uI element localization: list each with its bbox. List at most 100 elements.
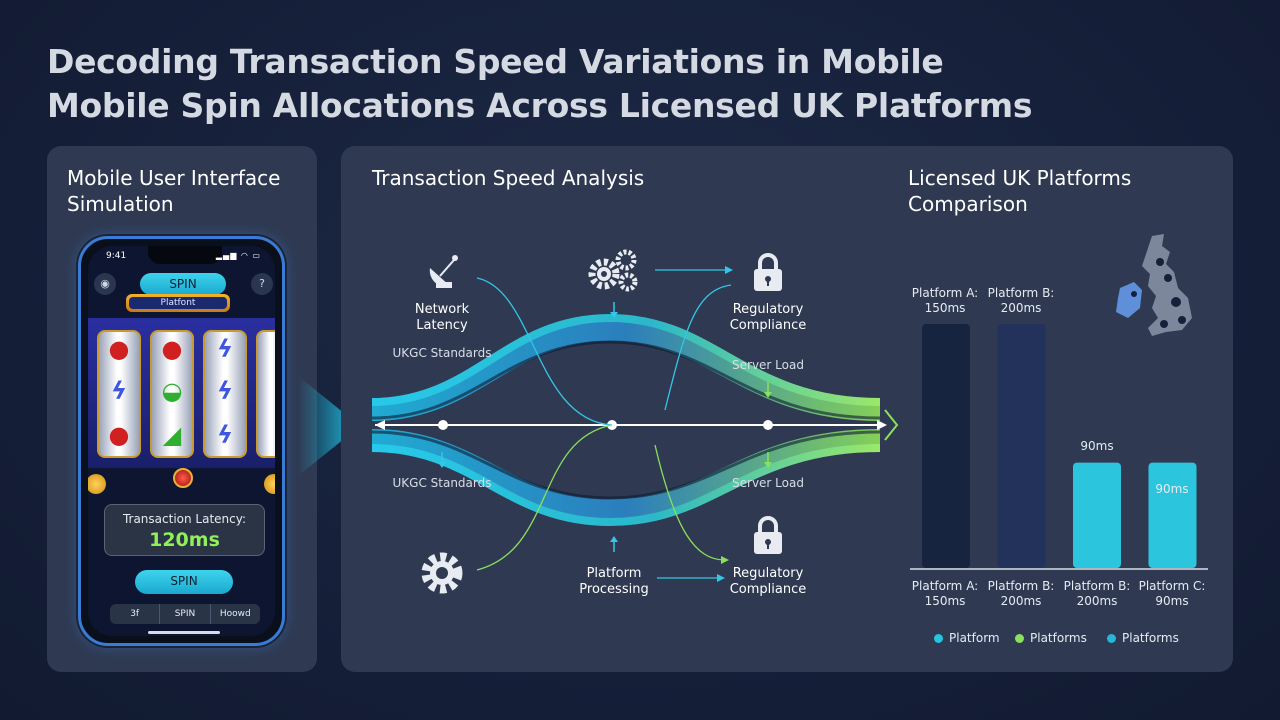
gear-icon — [421, 552, 463, 594]
down-arrow-head — [438, 462, 446, 468]
axis-node — [763, 420, 773, 430]
down-arrow-head — [610, 312, 618, 318]
lightning-symbol: ϟ — [217, 421, 233, 449]
server-load-bottom-label: Server Load — [732, 476, 804, 490]
phone-mockup: 9:41 ▂▄▆ ◠ ▭ ◉ SPIN ? Platfont ● ϟ ● ● ◒… — [78, 236, 285, 646]
phone-notch — [148, 246, 222, 264]
legend-item-1: Platform — [934, 631, 1000, 645]
bar-top-label-4: 90ms — [1155, 482, 1189, 496]
connector-curve — [476, 277, 613, 426]
reel-1: ● ϟ ● — [97, 330, 141, 458]
cherry-symbol: ● — [108, 421, 130, 449]
speed-analysis-title: Transaction Speed Analysis — [372, 166, 645, 190]
bar-3 — [1073, 462, 1121, 568]
bar-bottom-label-3: Platform B: 200ms — [1063, 579, 1131, 608]
status-icons: ▂▄▆ ◠ ▭ — [215, 251, 261, 260]
status-time: 9:41 — [106, 251, 127, 261]
latency-value: 120ms — [149, 529, 220, 551]
latency-label: Transaction Latency: — [122, 512, 247, 526]
connector-arrow-icon — [298, 376, 360, 476]
legend-label-1: Platform — [949, 631, 1000, 645]
connector-curve — [476, 424, 613, 571]
bar-top-label-3: 90ms — [1080, 439, 1114, 453]
page-title: Decoding Transaction Speed Variations in… — [47, 40, 1033, 128]
ukgc-standards-bottom-label: UKGC Standards — [392, 476, 492, 490]
gears-icon — [588, 249, 638, 292]
title-line-2: Mobile Spin Allocations Across Licensed … — [47, 86, 1033, 125]
platforms-comparison-title: Licensed UK Platforms Comparison — [908, 166, 1132, 216]
legend-dot-1 — [934, 633, 943, 643]
mobile-ui-panel-title: Mobile User Interface Simulation — [67, 166, 281, 216]
flow-line-lower — [371, 430, 881, 500]
connector-arrowhead — [717, 574, 725, 582]
bottom-nav-item-2[interactable]: SPIN — [160, 604, 211, 624]
bottom-nav: 3f SPIN Hoowd — [110, 604, 260, 624]
lightning-symbol: ϟ — [111, 377, 127, 405]
ukgc-standards-top-label: UKGC Standards — [392, 346, 492, 360]
bar-bottom-label-2: Platform B: 200ms — [987, 579, 1055, 608]
flow-diagram — [371, 266, 899, 582]
down-arrow-head — [764, 462, 772, 468]
connector-arrowhead — [725, 266, 733, 274]
reel-4 — [256, 330, 275, 458]
title-line-1: Decoding Transaction Speed Variations in… — [47, 42, 944, 81]
platform-processing-label: Platform Processing — [579, 566, 649, 597]
up-arrow-head — [610, 536, 618, 542]
menu-icon[interactable]: ◉ — [94, 273, 116, 295]
regulatory-compliance-top-label: Regulatory Compliance — [729, 302, 807, 333]
connector-curve — [664, 284, 732, 411]
lightning-symbol: ϟ — [217, 377, 233, 405]
legend-dot-2 — [1015, 633, 1024, 643]
flow-line-upper — [371, 340, 881, 420]
legend-label-3: Platforms — [1122, 631, 1179, 645]
slot-machine: ● ϟ ● ● ◒ ◢ ϟ ϟ ϟ — [88, 318, 275, 468]
network-latency-label: Network Latency — [414, 302, 470, 333]
connector-curve — [654, 444, 726, 561]
bar-4 — [1148, 462, 1197, 568]
coin-icon — [88, 474, 106, 494]
lightning-symbol: ϟ — [217, 335, 233, 363]
reel-2: ● ◒ ◢ — [150, 330, 194, 458]
phone-screen: 9:41 ▂▄▆ ◠ ▭ ◉ SPIN ? Platfont ● ϟ ● ● ◒… — [88, 246, 275, 636]
uk-map-icon — [1116, 234, 1192, 336]
cherry-symbol: ● — [108, 335, 130, 363]
bar-2 — [997, 324, 1046, 568]
flow-band-lower — [371, 429, 881, 522]
spin-button[interactable]: SPIN — [135, 570, 233, 594]
leaf-symbol: ◢ — [162, 421, 182, 449]
bar-top-label-1: Platform A: 150ms — [911, 286, 979, 315]
flow-band-lower-inner — [371, 444, 881, 527]
bar-bottom-label-1: Platform A: 150ms — [911, 579, 979, 608]
slot-marquee-text: Platfont — [129, 297, 227, 309]
axis-arrow-right — [877, 420, 887, 430]
legend-label-2: Platforms — [1030, 631, 1087, 645]
help-icon[interactable]: ? — [251, 273, 273, 295]
reel-3: ϟ ϟ ϟ — [203, 330, 247, 458]
leaf-symbol: ◒ — [161, 377, 183, 405]
platform-latency-chart — [910, 324, 1208, 570]
spin-knob-icon[interactable] — [173, 468, 193, 488]
legend-item-2: Platforms — [1015, 631, 1087, 645]
bottom-nav-item-1[interactable]: 3f — [110, 604, 161, 624]
home-indicator — [148, 631, 220, 634]
flow-end-chevron — [884, 409, 899, 441]
analysis-panel — [341, 146, 1233, 672]
bar-bottom-label-4: Platform C: 90ms — [1138, 579, 1206, 608]
down-arrow-head — [764, 392, 772, 398]
server-load-top-label: Server Load — [732, 358, 804, 372]
bar-top-label-2: Platform B: 200ms — [987, 286, 1055, 315]
legend-item-3: Platforms — [1107, 631, 1179, 645]
flow-band-upper — [371, 318, 881, 421]
bar-1 — [922, 324, 970, 568]
satellite-dish-icon — [429, 255, 458, 288]
connector-arrowhead — [721, 556, 729, 564]
legend-dot-3 — [1107, 633, 1116, 643]
lock-icon — [754, 253, 782, 291]
lock-icon — [754, 516, 782, 554]
flow-band-upper-inner — [371, 313, 881, 406]
bottom-nav-item-3[interactable]: Hoowd — [219, 609, 251, 619]
slot-marquee: Platfont — [126, 294, 230, 312]
cherry-symbol: ● — [161, 335, 183, 363]
axis-node — [438, 420, 448, 430]
top-spin-button[interactable]: SPIN — [140, 273, 226, 295]
